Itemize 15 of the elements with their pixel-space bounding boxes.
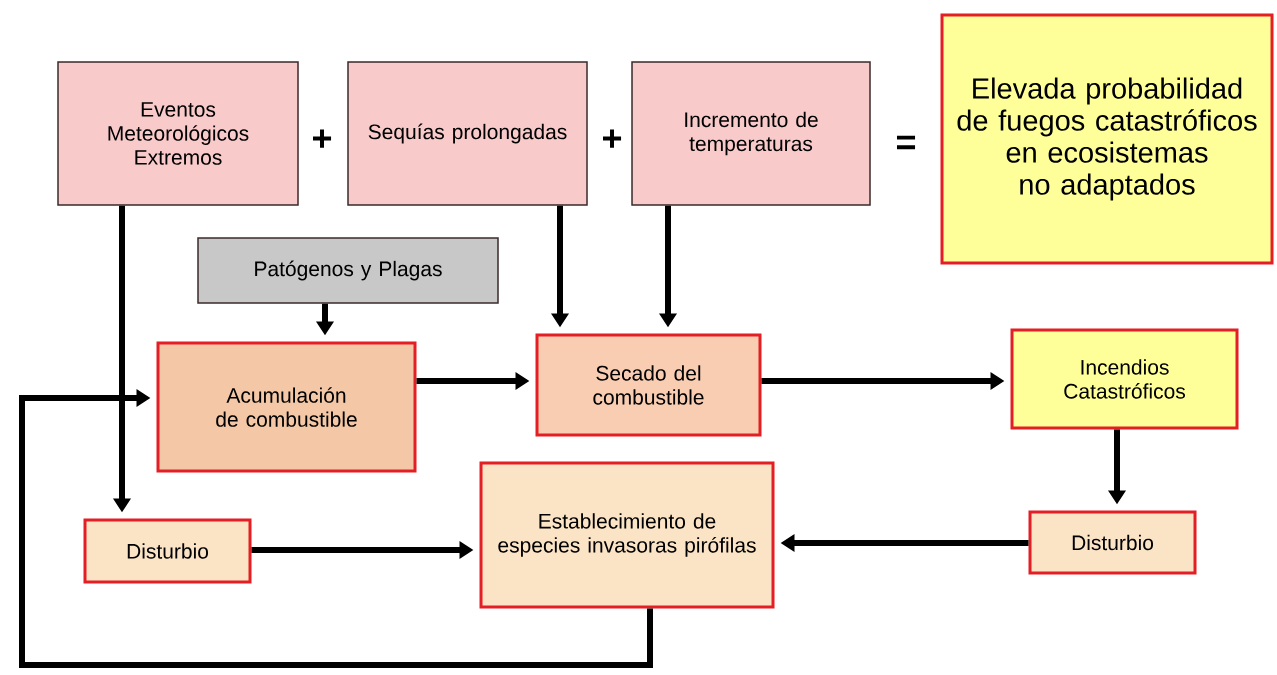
process-box: Secado del combustible: [535, 333, 762, 437]
process-box: Incendios Catastróficos: [1010, 328, 1239, 430]
operator-sign: =: [897, 135, 916, 150]
arrow: [19, 389, 653, 668]
process-box: Disturbio: [1028, 510, 1197, 575]
operator-sign: +: [603, 129, 622, 148]
process-box: Acumulación de combustible: [156, 341, 417, 473]
process-box: Incremento de temperaturas: [631, 61, 871, 206]
process-box: Patógenos y Plagas: [197, 237, 499, 304]
process-box: Sequías prolongadas: [347, 61, 588, 206]
process-box: Disturbio: [83, 518, 252, 584]
process-box: Eventos Meteorológicos Extremos: [57, 61, 299, 206]
operator-sign: +: [313, 129, 332, 148]
process-box: Elevada probabilidad de fuegos catastróficos en ecosistemas no adaptados: [940, 13, 1274, 265]
process-box: Establecimiento de especies invasoras pirófilas: [479, 461, 775, 609]
